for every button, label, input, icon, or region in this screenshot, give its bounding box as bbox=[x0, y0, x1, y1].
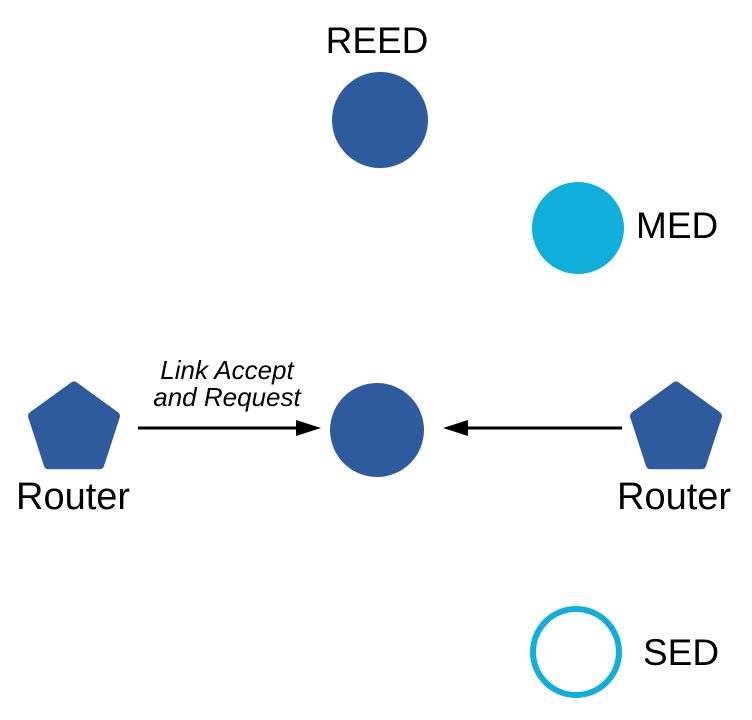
central-node-circle bbox=[330, 383, 424, 477]
reed-node-label: REED bbox=[325, 20, 429, 61]
router-right-pentagon bbox=[630, 381, 722, 470]
router-left-label: Router bbox=[16, 476, 131, 518]
reed-node-circle bbox=[332, 72, 428, 168]
router-left-pentagon bbox=[28, 381, 120, 470]
right-arrowhead bbox=[443, 420, 468, 436]
sed-node-circle bbox=[530, 606, 622, 698]
router-right-label: Router bbox=[617, 476, 732, 518]
med-node-label: MED bbox=[636, 205, 719, 246]
left-arrow-label-line1: Link Accept bbox=[160, 355, 294, 385]
left-arrowhead bbox=[296, 420, 321, 436]
sed-node-label: SED bbox=[643, 632, 720, 673]
left-arrow-label: Link Accept and Request bbox=[122, 357, 332, 411]
med-node-circle bbox=[532, 182, 624, 274]
left-arrow-label-line2: and Request bbox=[153, 382, 301, 412]
